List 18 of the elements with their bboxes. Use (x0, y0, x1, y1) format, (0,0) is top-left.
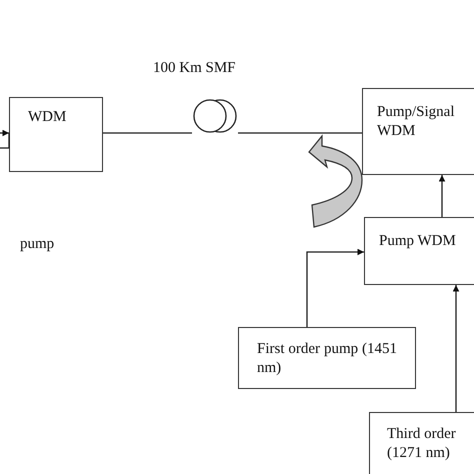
connector (0, 130, 9, 136)
box-label: WDM (28, 108, 68, 127)
box-label: Third order (1271 nm) (387, 425, 457, 463)
text-label: pump (20, 236, 54, 253)
fiber-label: 100 Km SMF (153, 60, 236, 77)
connector (238, 132, 362, 134)
connector (306, 248, 364, 327)
connector (103, 132, 192, 134)
connector (438, 175, 446, 217)
box-label: Pump WDM (379, 232, 457, 251)
wdm-box (9, 97, 103, 172)
pump-source-box (238, 327, 416, 389)
connector (452, 285, 460, 412)
wdm-box (362, 88, 474, 175)
pump-source-box (369, 412, 474, 474)
wdm-box (364, 217, 474, 285)
box-label: First order pump (1451 nm) (257, 340, 397, 378)
box-label: Pump/Signal WDM (377, 103, 456, 141)
